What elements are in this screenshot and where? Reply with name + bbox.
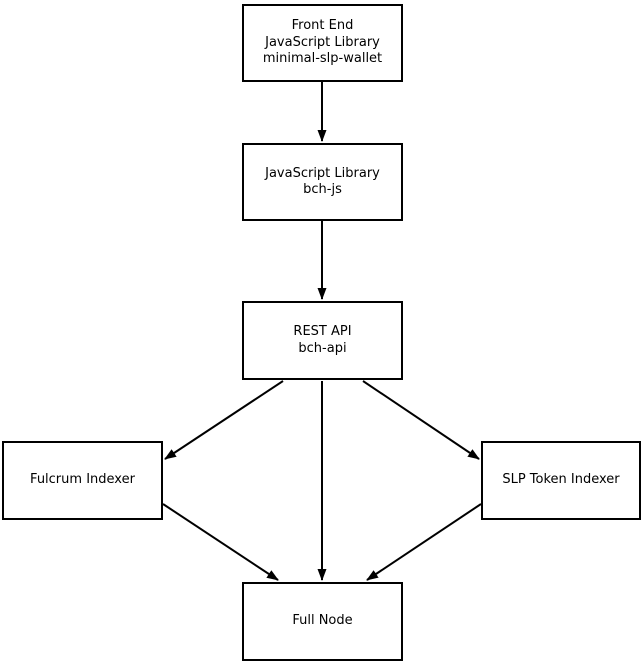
node-bch-js: JavaScript Library bch-js <box>242 143 403 221</box>
node-label-line: SLP Token Indexer <box>502 472 620 488</box>
node-label-line: JavaScript Library <box>265 165 380 181</box>
node-full-node: Full Node <box>242 582 403 661</box>
node-label-line: Fulcrum Indexer <box>30 472 135 488</box>
node-label-line: bch-api <box>298 340 347 356</box>
edge-bchapi-to-fulcrum <box>164 380 284 460</box>
node-bch-api: REST API bch-api <box>242 301 403 380</box>
node-label-line: Front End <box>291 18 354 34</box>
node-label-line: Full Node <box>292 613 353 629</box>
node-fulcrum-indexer: Fulcrum Indexer <box>2 441 163 520</box>
node-label-line: minimal-slp-wallet <box>262 51 383 67</box>
node-label-line: REST API <box>293 324 352 339</box>
node-label-line: JavaScript Library <box>265 34 380 50</box>
edge-bchapi-to-slpindexer <box>362 380 480 460</box>
edge-fulcrum-to-fullnode <box>162 503 279 581</box>
node-slp-token-indexer: SLP Token Indexer <box>481 441 641 520</box>
edge-slpindexer-to-fullnode <box>366 503 482 581</box>
node-label-line: bch-js <box>303 182 342 197</box>
node-front-end: Front End JavaScript Library minimal-slp… <box>242 4 403 82</box>
